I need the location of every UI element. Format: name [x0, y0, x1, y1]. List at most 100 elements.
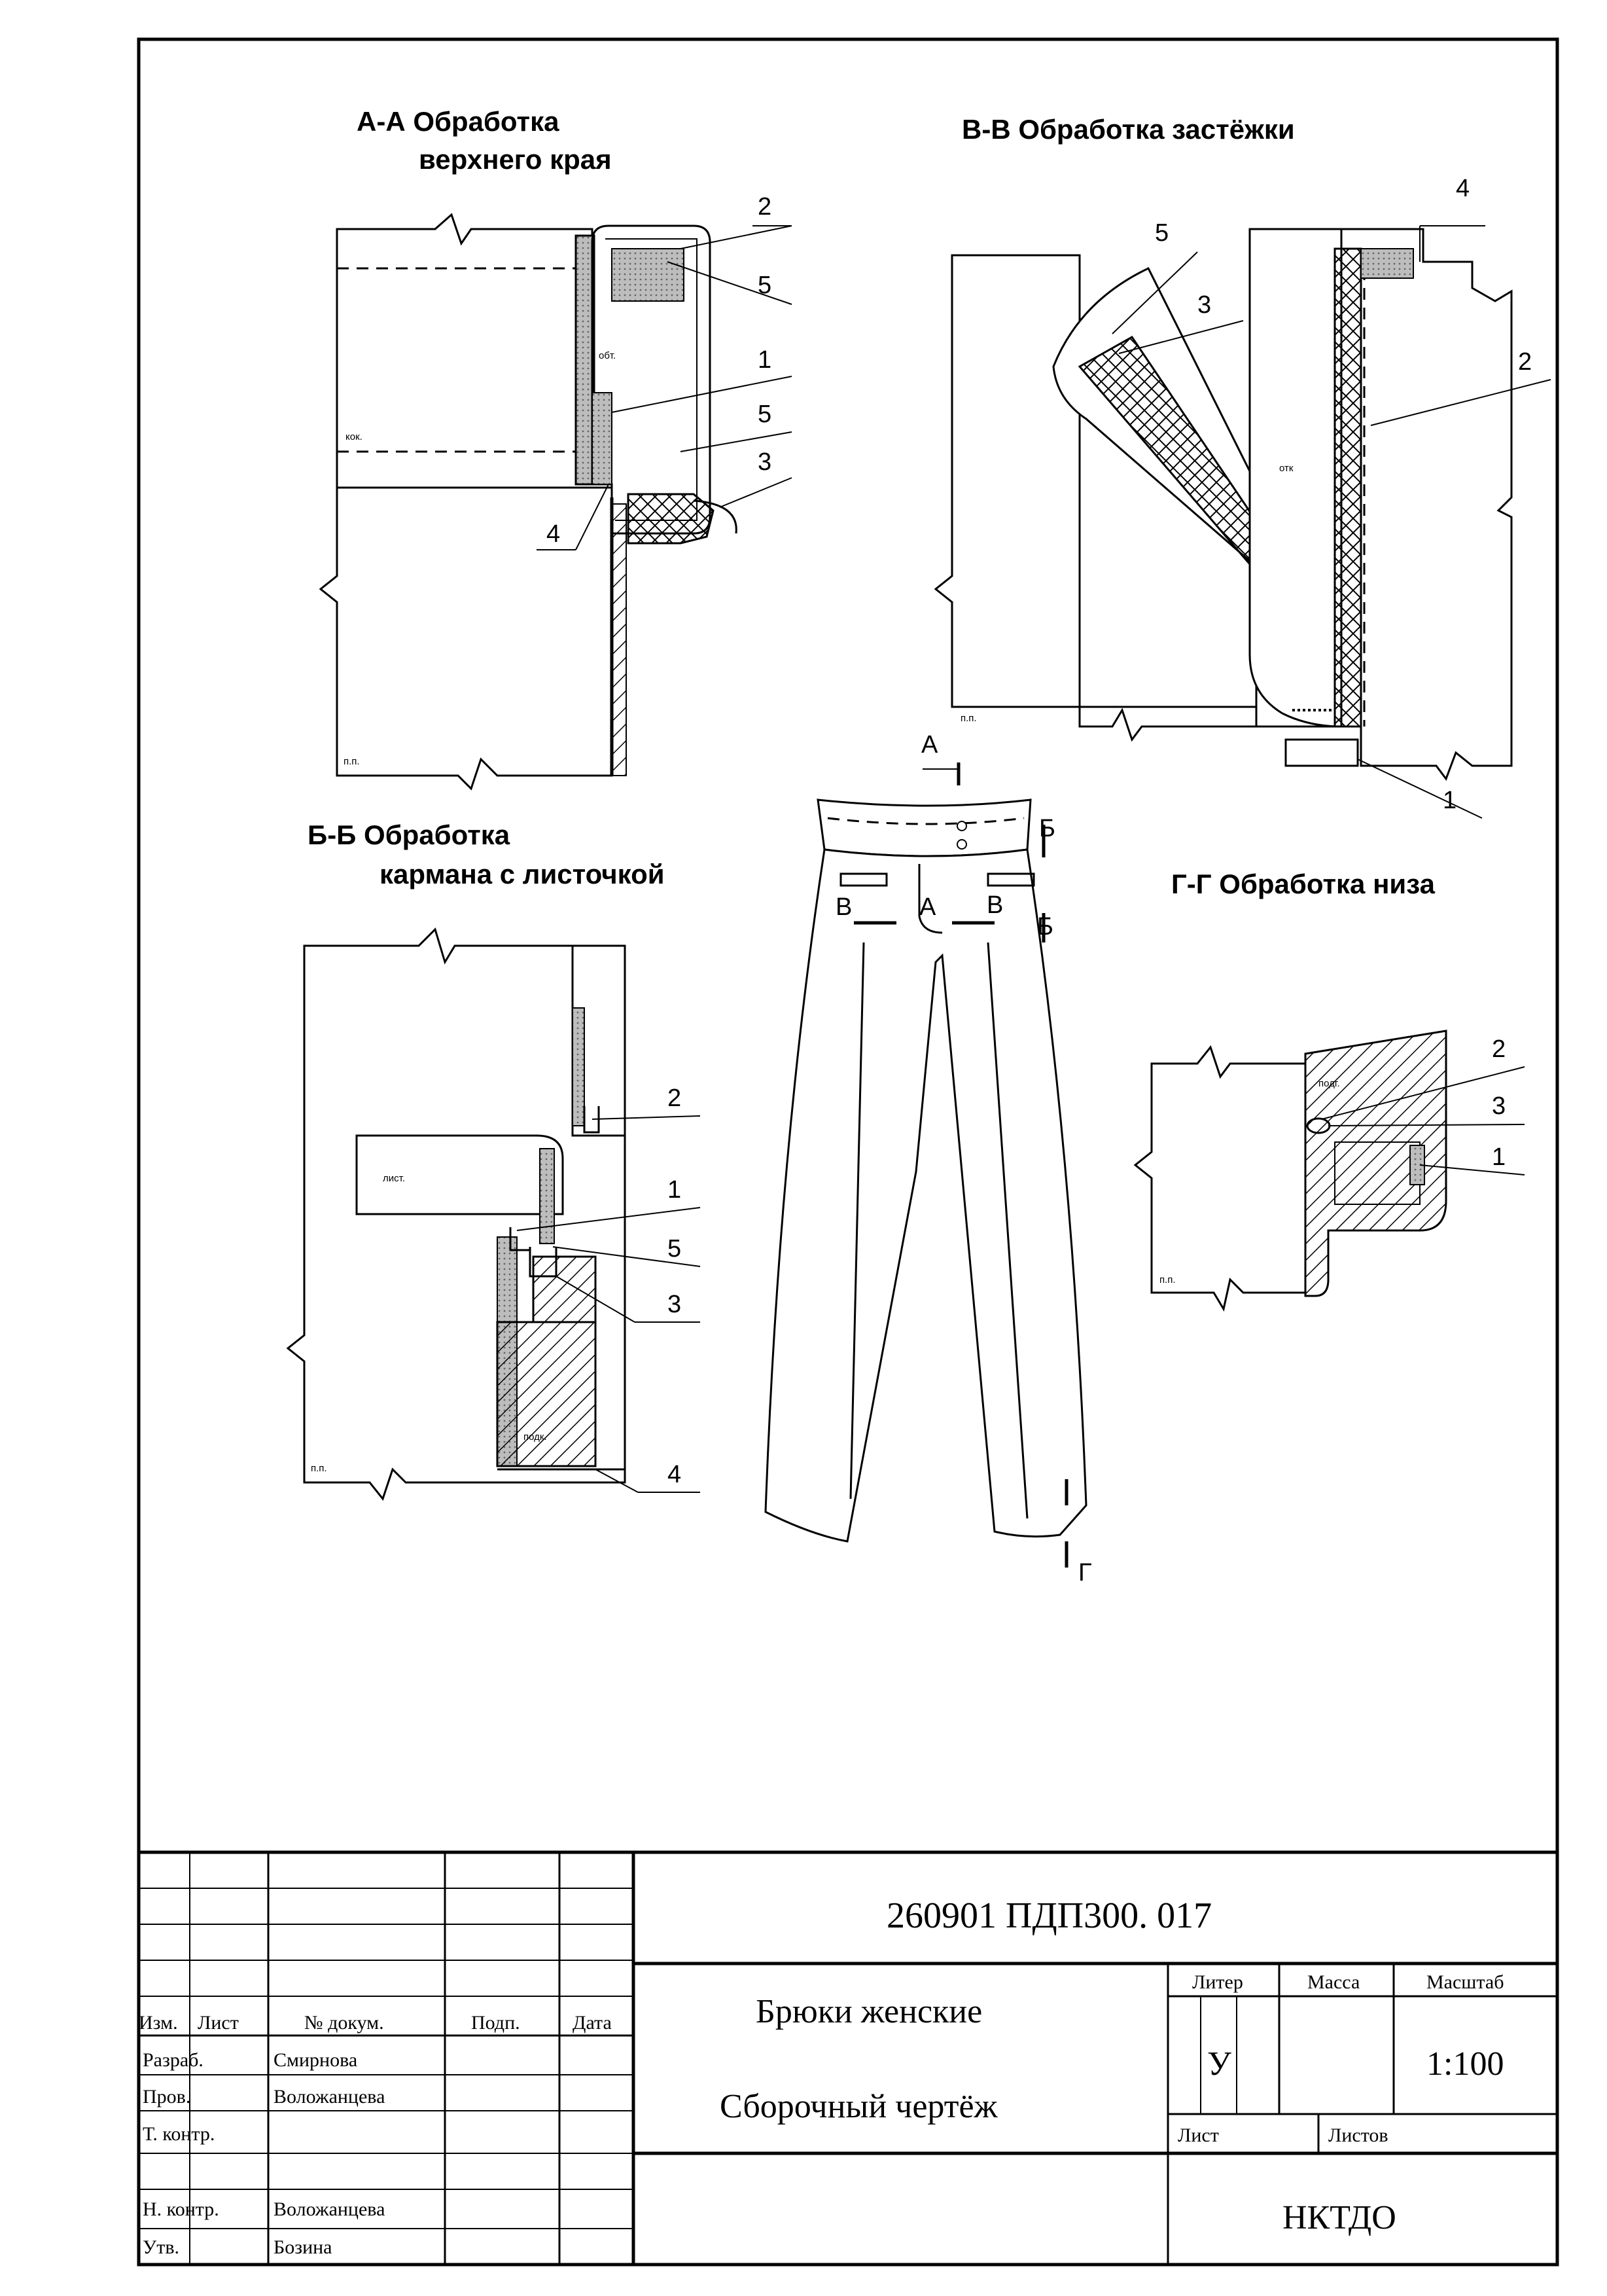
bb-leader-3	[556, 1276, 635, 1323]
aa-leader-3	[719, 477, 792, 508]
vv-label-pp: п.п.	[961, 713, 977, 724]
vv-bottom-tab	[1284, 738, 1359, 767]
aa-panel	[319, 213, 613, 791]
bb-callout-3: 3	[667, 1291, 681, 1318]
vv-top-tab	[1360, 248, 1414, 279]
aa-fly-hatch	[611, 503, 627, 776]
aa-facing	[574, 234, 595, 486]
gg-label-pp: п.п.	[1159, 1274, 1176, 1285]
tb-name-4: Воложанцева	[274, 2198, 385, 2220]
bb-callout-2: 2	[667, 1085, 681, 1112]
bb-label-podk: подк.	[523, 1431, 547, 1443]
vv-leader-2	[1370, 379, 1551, 426]
tb-org: НКТДО	[1282, 2199, 1396, 2236]
cut-label-b-right2: Б	[1037, 913, 1053, 941]
gg-callout-3: 3	[1492, 1092, 1506, 1120]
tb-mass-label: Масса	[1307, 1971, 1360, 1993]
gg-callout-2: 2	[1492, 1035, 1506, 1063]
trousers-fly	[918, 864, 943, 934]
vv-callout-2: 2	[1518, 348, 1532, 376]
section-bb: Б-Б Обработка кармана с листочкой лист. …	[286, 819, 701, 1501]
bb-pocket-bag-top	[532, 1255, 597, 1323]
trousers-crease-right	[987, 942, 1029, 1519]
tb-header-data: Дата	[573, 2012, 612, 2034]
section-aa-title-2: верхнего края	[419, 144, 612, 175]
tb-liter-label: Литер	[1192, 1971, 1243, 1993]
bb-leader-4	[595, 1469, 639, 1493]
tb-role-0: Разраб.	[143, 2049, 203, 2071]
vv-front-panel	[934, 254, 1258, 742]
aa-callout-3: 3	[758, 448, 771, 476]
gg-callout-1: 1	[1492, 1143, 1506, 1171]
cut-label-g: Г	[1078, 1559, 1092, 1587]
bb-label-pp: п.п.	[311, 1463, 327, 1474]
vv-callout-1: 1	[1443, 787, 1457, 814]
trousers-waistband	[817, 798, 1032, 857]
tb-liter-value: У	[1207, 2045, 1231, 2083]
bb-fold-1	[509, 1227, 530, 1251]
tb-name-line2: Сборочный чертёж	[720, 2088, 998, 2125]
gg-label-podg: подг.	[1318, 1078, 1340, 1089]
gg-leader-2	[1321, 1066, 1525, 1120]
aa-callout-2: 2	[758, 193, 771, 221]
aa-binding	[627, 493, 715, 545]
section-aa: А-А Обработка верхнего края обт. кок. п.…	[319, 106, 792, 791]
vv-leader-5	[1112, 251, 1198, 334]
bb-flap-facing	[539, 1148, 555, 1244]
bb-callout-1: 1	[667, 1176, 681, 1204]
bb-upper-facing	[572, 1007, 585, 1126]
trousers-crease-left	[849, 942, 865, 1499]
bb-label-list: лист.	[383, 1173, 405, 1184]
cut-label-a-mid: А	[919, 893, 936, 921]
aa-leader-4	[575, 484, 609, 550]
tb-role-1: Пров.	[143, 2086, 190, 2108]
cut-label-a-top: А	[921, 731, 938, 759]
tb-name-0: Смирнова	[274, 2049, 357, 2071]
tb-sheets-label: Листов	[1328, 2125, 1388, 2146]
trousers-button-1	[957, 821, 967, 831]
aa-callout-5b: 5	[758, 401, 771, 428]
trousers-body	[764, 848, 1087, 1543]
gg-leader-3	[1328, 1124, 1525, 1126]
trousers-pocket-right	[987, 872, 1035, 887]
cut-label-v-right: В	[987, 891, 1003, 919]
tb-role-5: Утв.	[143, 2236, 179, 2258]
aa-callout-1: 1	[758, 346, 771, 374]
aa-binding-edge	[693, 499, 737, 534]
tb-name-1: Воложанцева	[274, 2086, 385, 2108]
cut-label-b-right: Б	[1039, 815, 1055, 842]
section-gg-title: Г-Г Обработка низа	[1171, 869, 1436, 899]
vv-callout-5: 5	[1155, 219, 1169, 247]
title-block: Изм. Лист № докум. Подп. Дата Разраб. См…	[139, 1850, 1557, 2265]
tb-designation: 260901 ПДП300. 017	[887, 1895, 1212, 1936]
tb-role-2: Т. контр.	[143, 2123, 215, 2145]
tb-header-doc: № докум.	[304, 2012, 384, 2034]
aa-label-pp: п.п.	[344, 756, 360, 767]
vv-callout-3: 3	[1197, 291, 1211, 319]
trousers-front-view: А Б Б В В А Г	[764, 731, 1092, 1587]
bb-fold-3	[529, 1247, 557, 1278]
tb-name-line1: Брюки женские	[756, 1993, 982, 2030]
tb-header-list: Лист	[198, 2012, 239, 2034]
gg-hem-hatch-2	[1334, 1141, 1421, 1205]
trousers-pocket-left	[839, 872, 888, 887]
bb-leader-2	[592, 1115, 701, 1120]
aa-zipper-tape	[592, 392, 612, 485]
vv-callout-4: 4	[1456, 175, 1470, 202]
bb-leader-1	[516, 1207, 701, 1231]
aa-interlining	[611, 248, 684, 302]
vv-leader-3	[1118, 320, 1244, 354]
bb-leader-5	[552, 1246, 701, 1267]
tb-name-5: Бозина	[274, 2236, 332, 2258]
section-bb-title-2: кармана с листочкой	[380, 859, 665, 889]
section-vv-title: В-В Обработка застёжки	[962, 114, 1295, 145]
section-gg: Г-Г Обработка низа подг. п.п. 2 3 1	[1133, 869, 1525, 1312]
trousers-waistband-stitch	[827, 817, 1025, 825]
vv-leader-1	[1357, 759, 1483, 819]
tb-sheet-label: Лист	[1178, 2125, 1219, 2146]
section-vv: В-В Обработка застёжки отк п.п. 4 5 3 2 …	[934, 114, 1551, 819]
aa-leader-2	[680, 225, 792, 249]
drawing-frame	[137, 37, 1559, 2267]
bb-callout-5: 5	[667, 1235, 681, 1263]
